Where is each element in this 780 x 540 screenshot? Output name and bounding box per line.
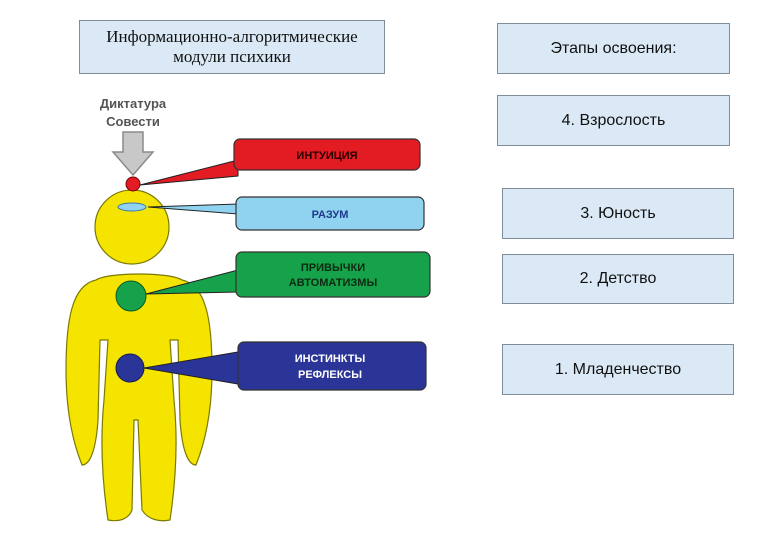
- stage-adulthood-text: 4. Взрослость: [561, 111, 666, 129]
- intuition-callout: [233, 138, 421, 171]
- modules-title-line2: модули психики: [173, 47, 291, 66]
- instincts-callout: [237, 341, 427, 391]
- human-body: [65, 189, 213, 522]
- stage-infancy-text: 1. Младенчество: [554, 360, 682, 378]
- reason-label: РАЗУМ: [312, 209, 349, 221]
- dictator-label-line2: Совести: [106, 114, 160, 129]
- habits-dot: [115, 280, 147, 312]
- stage-youth-box: 3. Юность: [502, 188, 734, 239]
- intuition-dot: [125, 176, 141, 192]
- stage-adulthood-box: 4. Взрослость: [497, 95, 730, 146]
- habits-label-line1: ПРИВЫЧКИ: [301, 262, 365, 274]
- habits-callout: [235, 251, 431, 298]
- stages-header-text: Этапы освоения:: [550, 39, 677, 57]
- intuition-pointer: [139, 159, 239, 186]
- habits-label-line2: АВТОМАТИЗМЫ: [289, 277, 378, 289]
- instincts-dot: [115, 353, 145, 383]
- modules-title-line1: Информационно-алгоритмические: [106, 27, 358, 47]
- stage-youth-text: 3. Юность: [580, 204, 656, 222]
- reason-eye-icon: [117, 202, 147, 212]
- intuition-label: ИНТУИЦИЯ: [296, 150, 357, 162]
- stage-infancy-box: 1. Младенчество: [502, 344, 734, 395]
- stages-header-box: Этапы освоения:: [497, 23, 730, 74]
- modules-title-box: Информационно-алгоритмические модули пси…: [79, 20, 385, 74]
- stage-childhood-box: 2. Детство: [502, 254, 734, 304]
- dictator-label-line1: Диктатура: [100, 96, 167, 111]
- instincts-label-line1: ИНСТИНКТЫ: [295, 353, 366, 365]
- instincts-label-line2: РЕФЛЕКСЫ: [298, 369, 362, 381]
- conscience-arrow-icon: [111, 131, 155, 177]
- reason-callout: [235, 196, 425, 231]
- stage-childhood-text: 2. Детство: [579, 270, 657, 287]
